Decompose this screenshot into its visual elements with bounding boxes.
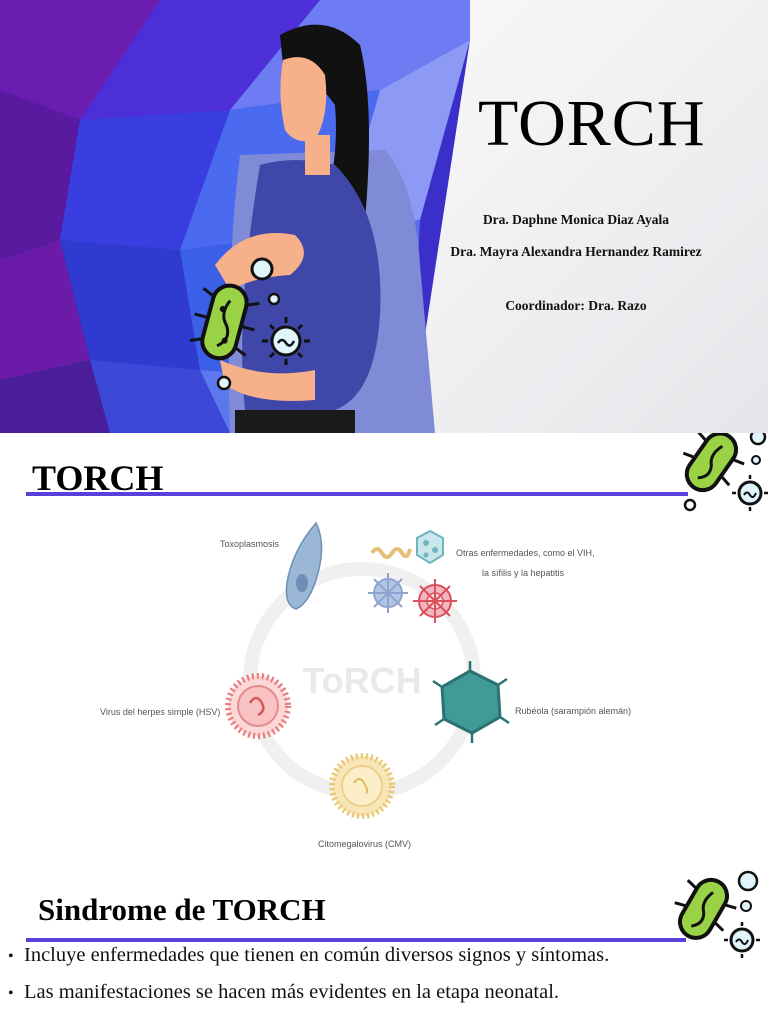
syphilis-icon — [413, 579, 457, 623]
coordinator: Coordinador: Dra. Razo — [505, 298, 647, 313]
bubble-icon — [749, 433, 767, 446]
bullet-dot: • — [8, 985, 14, 1002]
hsv-icon — [225, 673, 291, 739]
author-1: Dra. Daphne Monica Diaz Ayala — [482, 212, 670, 227]
bullet-1-text: Incluye enfermedades que tienen en común… — [24, 944, 610, 966]
title-slide: TORCH Dra. Daphne Monica Diaz Ayala Dra.… — [0, 0, 768, 433]
bullet-2-text: Las manifestaciones se hacen más evident… — [24, 981, 560, 1003]
slide1-title: TORCH — [478, 87, 706, 160]
title-rule — [26, 492, 688, 496]
label-cmv: Citomegalovirus (CMV) — [318, 839, 412, 849]
diagram-center-label: ToRCH — [302, 660, 421, 701]
label-rubeola: Rubéola (sarampión alemán) — [515, 706, 632, 716]
hiv-icon — [368, 573, 408, 613]
germs-cluster — [190, 257, 310, 391]
cmv-icon — [329, 753, 395, 819]
virus-icon — [262, 317, 310, 365]
bubble-icon — [737, 870, 759, 892]
bubble-icon — [216, 375, 232, 391]
corner-germs — [674, 870, 760, 958]
label-hsv: Virus del herpes simple (HSV) — [100, 707, 221, 717]
bubble-icon — [250, 257, 274, 281]
bacteria-icon — [674, 877, 737, 940]
virus-icon — [732, 475, 768, 511]
toxoplasma-icon — [285, 521, 323, 610]
label-otras-1: Otras enfermedades, como el VIH, — [456, 548, 595, 558]
slide3-title: Sindrome de TORCH — [38, 892, 326, 927]
sindrome-slide: Sindrome de TORCH • Incluye enfermedades … — [0, 870, 768, 1024]
bubble-icon — [683, 498, 697, 512]
bacteria-icon — [190, 283, 260, 361]
bubble-icon — [751, 455, 761, 465]
slide2-title: TORCH — [32, 458, 164, 498]
bullet-1: • Incluye enfermedades que tienen en comú… — [8, 944, 609, 967]
rubella-icon — [432, 661, 510, 743]
bullet-2: • Las manifestaciones se hacen más eviden… — [8, 981, 559, 1004]
bacteria-icon — [682, 433, 745, 493]
virus-icon — [724, 922, 760, 958]
author-2: Dra. Mayra Alexandra Hernandez Ramirez — [450, 244, 702, 259]
hepatitis-icon — [416, 529, 444, 565]
bubble-icon — [740, 900, 752, 912]
corner-germs — [682, 433, 768, 512]
torch-diagram: ToRCH — [225, 521, 510, 819]
torch-diagram-slide: TORCH — [0, 433, 768, 870]
label-otras-2: la sífilis y la hepatitis — [482, 568, 565, 578]
spirochete-icon — [370, 547, 412, 559]
bullet-dot: • — [8, 948, 14, 965]
bubble-icon — [267, 292, 281, 306]
title-rule — [26, 938, 686, 942]
label-toxoplasmosis: Toxoplasmosis — [220, 539, 280, 549]
